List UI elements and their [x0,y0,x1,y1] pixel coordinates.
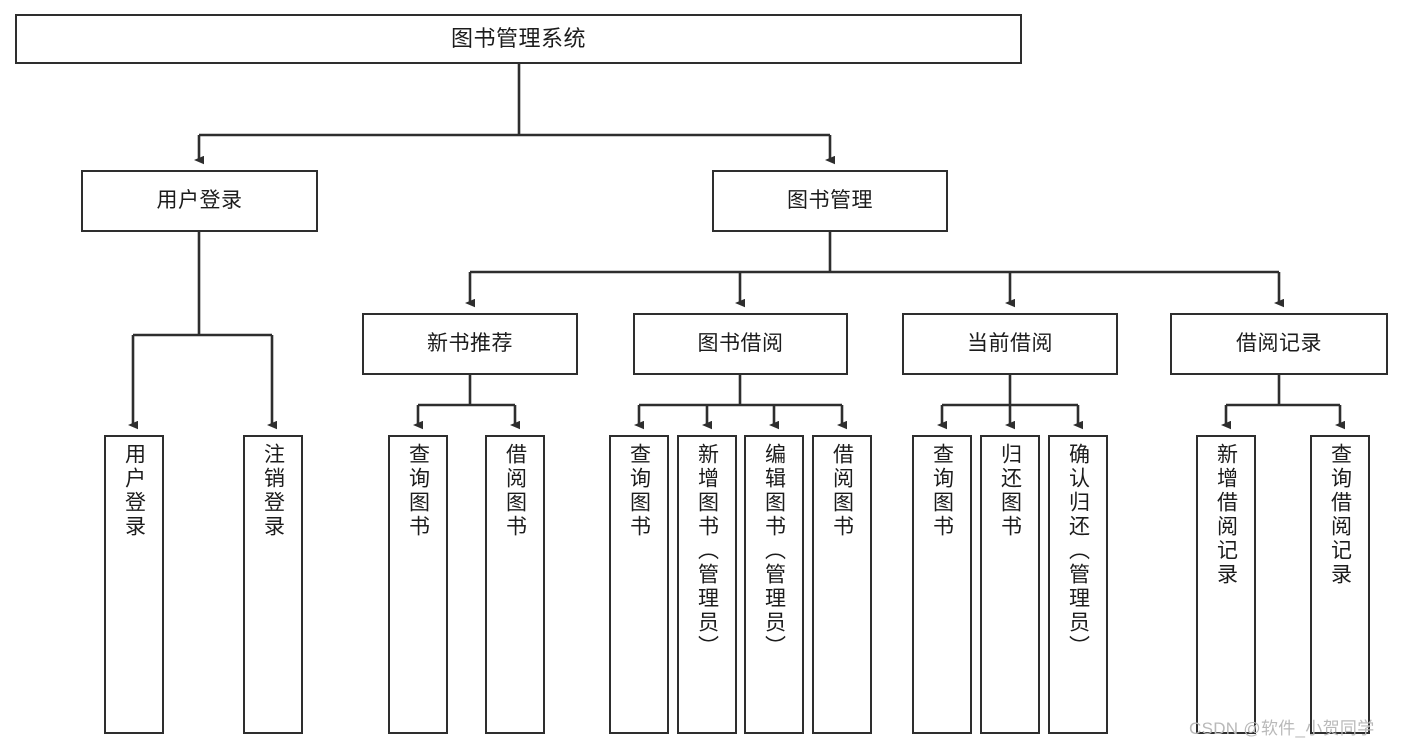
leaf-borrow-add-book-admin[interactable]: 新增图书（管理员） [677,435,737,734]
node-label: 用户登录 [156,188,243,212]
leaf-recommend-borrow-book[interactable]: 借阅图书 [485,435,545,734]
node-label: 确认归还（管理员） [1066,443,1090,659]
node-label: 图书管理系统 [450,26,586,52]
node-label: 图书借阅 [697,331,784,355]
node-current-borrow[interactable]: 当前借阅 [902,313,1118,375]
leaf-current-confirm-return-admin[interactable]: 确认归还（管理员） [1048,435,1108,734]
leaf-user-login-signout[interactable]: 注销登录 [243,435,303,734]
leaf-user-login-signin[interactable]: 用户登录 [104,435,164,734]
node-book-management[interactable]: 图书管理 [712,170,948,232]
node-label: 借阅图书 [503,443,527,539]
node-label: 查询图书 [406,443,430,539]
leaf-borrow-edit-book-admin[interactable]: 编辑图书（管理员） [744,435,804,734]
node-label: 注销登录 [261,443,285,539]
leaf-record-query-record[interactable]: 查询借阅记录 [1310,435,1370,734]
leaf-record-add-record[interactable]: 新增借阅记录 [1196,435,1256,734]
node-label: 查询借阅记录 [1328,443,1352,587]
node-label: 新书推荐 [427,331,513,355]
node-label: 当前借阅 [967,331,1053,355]
leaf-current-return-book[interactable]: 归还图书 [980,435,1040,734]
node-new-book-recommend[interactable]: 新书推荐 [362,313,578,375]
node-label: 用户登录 [122,443,146,539]
leaf-recommend-query-book[interactable]: 查询图书 [388,435,448,734]
node-label: 图书管理 [787,188,873,212]
leaf-current-query-book[interactable]: 查询图书 [912,435,972,734]
node-root-system[interactable]: 图书管理系统 [15,14,1022,64]
node-user-login[interactable]: 用户登录 [81,170,318,232]
leaf-borrow-query-book[interactable]: 查询图书 [609,435,669,734]
node-label: 借阅图书 [830,443,854,539]
node-book-borrow[interactable]: 图书借阅 [633,313,848,375]
node-label: 查询图书 [627,443,651,539]
csdn-watermark: CSDN @软件_小贺同学 [1189,719,1375,738]
node-label: 借阅记录 [1236,331,1322,355]
node-label: 新增借阅记录 [1214,443,1238,587]
leaf-borrow-borrow-book[interactable]: 借阅图书 [812,435,872,734]
node-label: 查询图书 [930,443,954,539]
node-label: 归还图书 [998,443,1022,539]
node-label: 编辑图书（管理员） [762,443,786,659]
node-borrow-record[interactable]: 借阅记录 [1170,313,1388,375]
node-label: 新增图书（管理员） [695,443,719,659]
